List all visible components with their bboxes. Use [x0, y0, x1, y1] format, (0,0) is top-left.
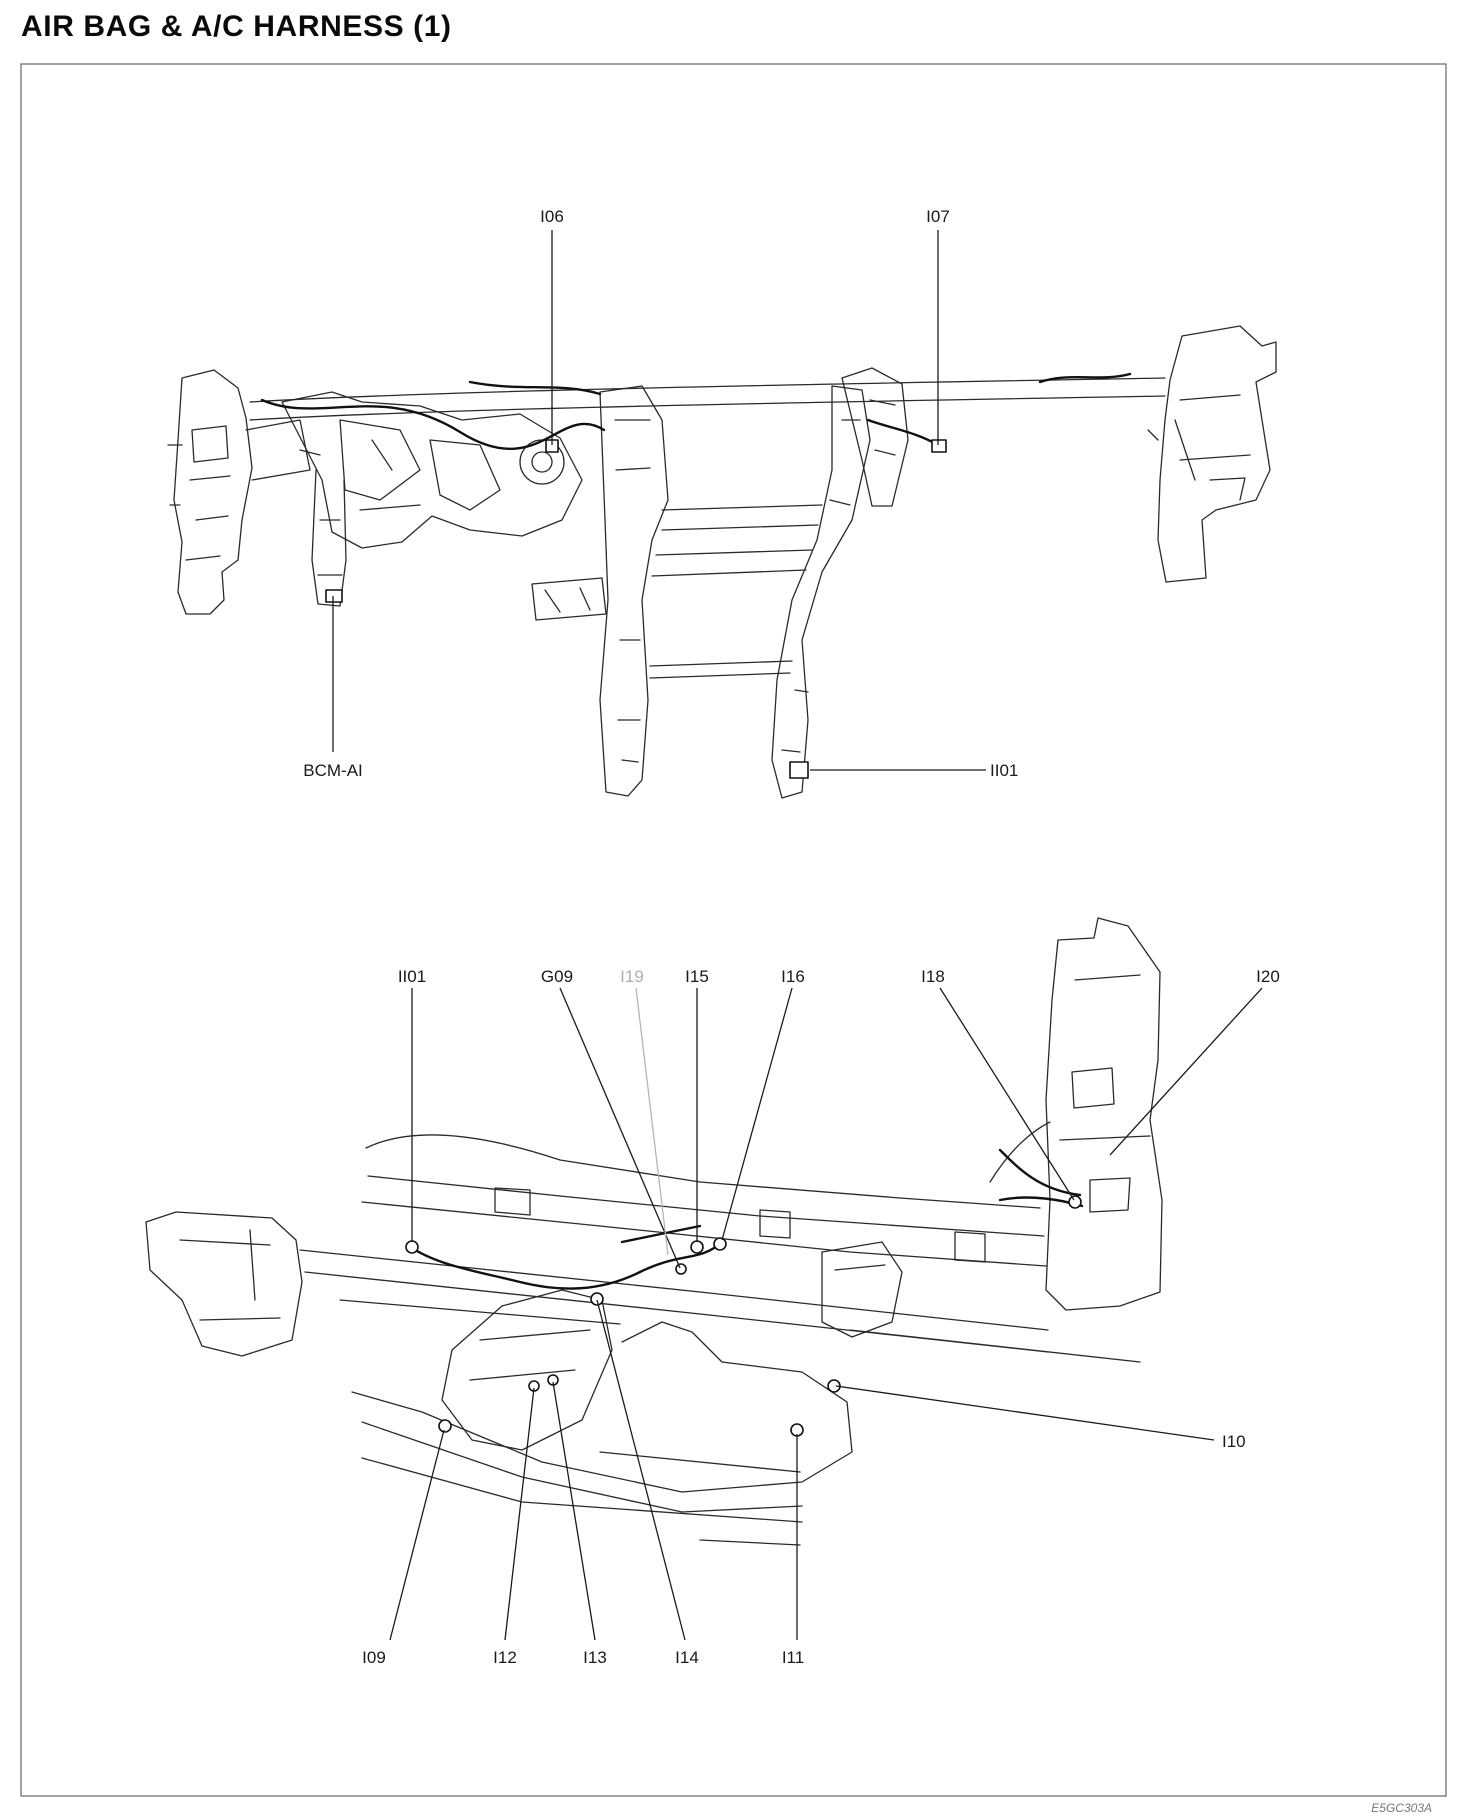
- tunnel-rh-bracket: [821, 1241, 903, 1338]
- leader-line-i16: [721, 987, 793, 1241]
- dash-side-pillar-detail: [1059, 974, 1151, 1213]
- connector-label-i13: I13: [583, 1648, 607, 1667]
- center-cross-braces: [649, 504, 823, 679]
- dash-side-pillar: [1045, 917, 1163, 1311]
- dash-lower-panel: [361, 1134, 1047, 1267]
- diagram-frame-border: [20, 63, 1447, 1797]
- leader-line-i14: [596, 1299, 686, 1641]
- connector-i16: [713, 1237, 727, 1251]
- upper-view-labels: I06 I07 BCM-AI II01: [303, 207, 1018, 780]
- connector-i18: [1068, 1195, 1082, 1209]
- leader-line-g09: [559, 987, 681, 1269]
- floor-tunnel: [351, 1321, 853, 1513]
- connector-label-bcm-ai: BCM-AI: [303, 761, 363, 780]
- instrument-panel-frame-drawing: [167, 325, 1277, 799]
- connector-i09: [438, 1419, 452, 1433]
- center-right-leg: [771, 385, 871, 799]
- connector-label-i12: I12: [493, 1648, 517, 1667]
- connector-i07: [931, 439, 947, 453]
- connector-label-i09: I09: [362, 1648, 386, 1667]
- center-left-leg: [599, 385, 669, 797]
- dash-panel-detail: [494, 1121, 1051, 1263]
- leader-line-i13: [552, 1381, 596, 1641]
- steering-support-detail: [299, 419, 501, 511]
- connector-i11: [790, 1423, 804, 1437]
- connector-label-i20: I20: [1256, 967, 1280, 986]
- leader-line-i12: [504, 1387, 535, 1641]
- connector-i12: [528, 1380, 540, 1392]
- connector-label-i10: I10: [1222, 1432, 1246, 1451]
- lower-view-labels: II01 G09 I19 I15 I16 I18 I20 I10 I09 I12…: [362, 967, 1280, 1667]
- connector-bcm-ai: [325, 589, 343, 603]
- figure-code: E5GC303A: [1371, 1801, 1432, 1815]
- left-mount-bracket-detail: [167, 425, 231, 561]
- console-bracket: [441, 1289, 613, 1451]
- lower-wiring-harness: [410, 1148, 1084, 1290]
- left-mount-bracket: [173, 369, 253, 615]
- steering-support-bracket: [281, 391, 583, 549]
- connector-ii01-lower: [405, 1240, 419, 1254]
- upper-wiring-harness: [260, 372, 1132, 451]
- leader-line-i10: [835, 1385, 1215, 1441]
- cross-car-beam: [249, 377, 1166, 421]
- connector-label-ii01-lower: II01: [398, 967, 426, 986]
- leader-line-i09: [389, 1429, 445, 1641]
- connector-label-i15: I15: [685, 967, 709, 986]
- connector-label-i18: I18: [921, 967, 945, 986]
- rh-inner-bracket: [841, 367, 909, 507]
- connector-ii01-upper: [789, 761, 809, 779]
- center-left-leg-detail: [614, 419, 651, 763]
- leader-line-i19: [635, 987, 669, 1256]
- ground-label-g09: G09: [541, 967, 573, 986]
- connector-label-ii01-upper: II01: [990, 761, 1018, 780]
- floor-rails: [361, 1451, 803, 1546]
- floor-and-dash-panel-drawing: [145, 917, 1163, 1546]
- page-title: AIR BAG & A/C HARNESS (1): [21, 10, 452, 43]
- lower-view-leaders: [389, 987, 1263, 1641]
- connector-i14: [590, 1292, 604, 1306]
- connector-i15: [690, 1240, 704, 1254]
- connector-label-i16: I16: [781, 967, 805, 986]
- left-bracket-arm: [245, 419, 311, 481]
- bcm-mount-bracket: [311, 469, 347, 607]
- center-side-bracket: [531, 577, 607, 621]
- connector-label-i07: I07: [926, 207, 950, 226]
- left-air-duct: [145, 1211, 303, 1357]
- connector-label-i19: I19: [620, 967, 644, 986]
- ground-point-g09: [675, 1263, 687, 1275]
- upper-view-leaders: [332, 230, 986, 771]
- leader-line-i18: [939, 987, 1075, 1201]
- connector-i06: [545, 439, 559, 453]
- center-right-leg-detail: [781, 419, 861, 753]
- leader-line-i20: [1109, 987, 1263, 1156]
- connector-i13: [547, 1374, 559, 1386]
- connector-label-i11: I11: [782, 1648, 804, 1667]
- right-mount-bracket-detail: [1147, 394, 1251, 501]
- connector-label-i06: I06: [540, 207, 564, 226]
- connector-label-i14: I14: [675, 1648, 699, 1667]
- steering-column-collar: [519, 439, 565, 485]
- right-mount-bracket: [1157, 325, 1277, 583]
- floor-cross-member: [299, 1249, 1141, 1363]
